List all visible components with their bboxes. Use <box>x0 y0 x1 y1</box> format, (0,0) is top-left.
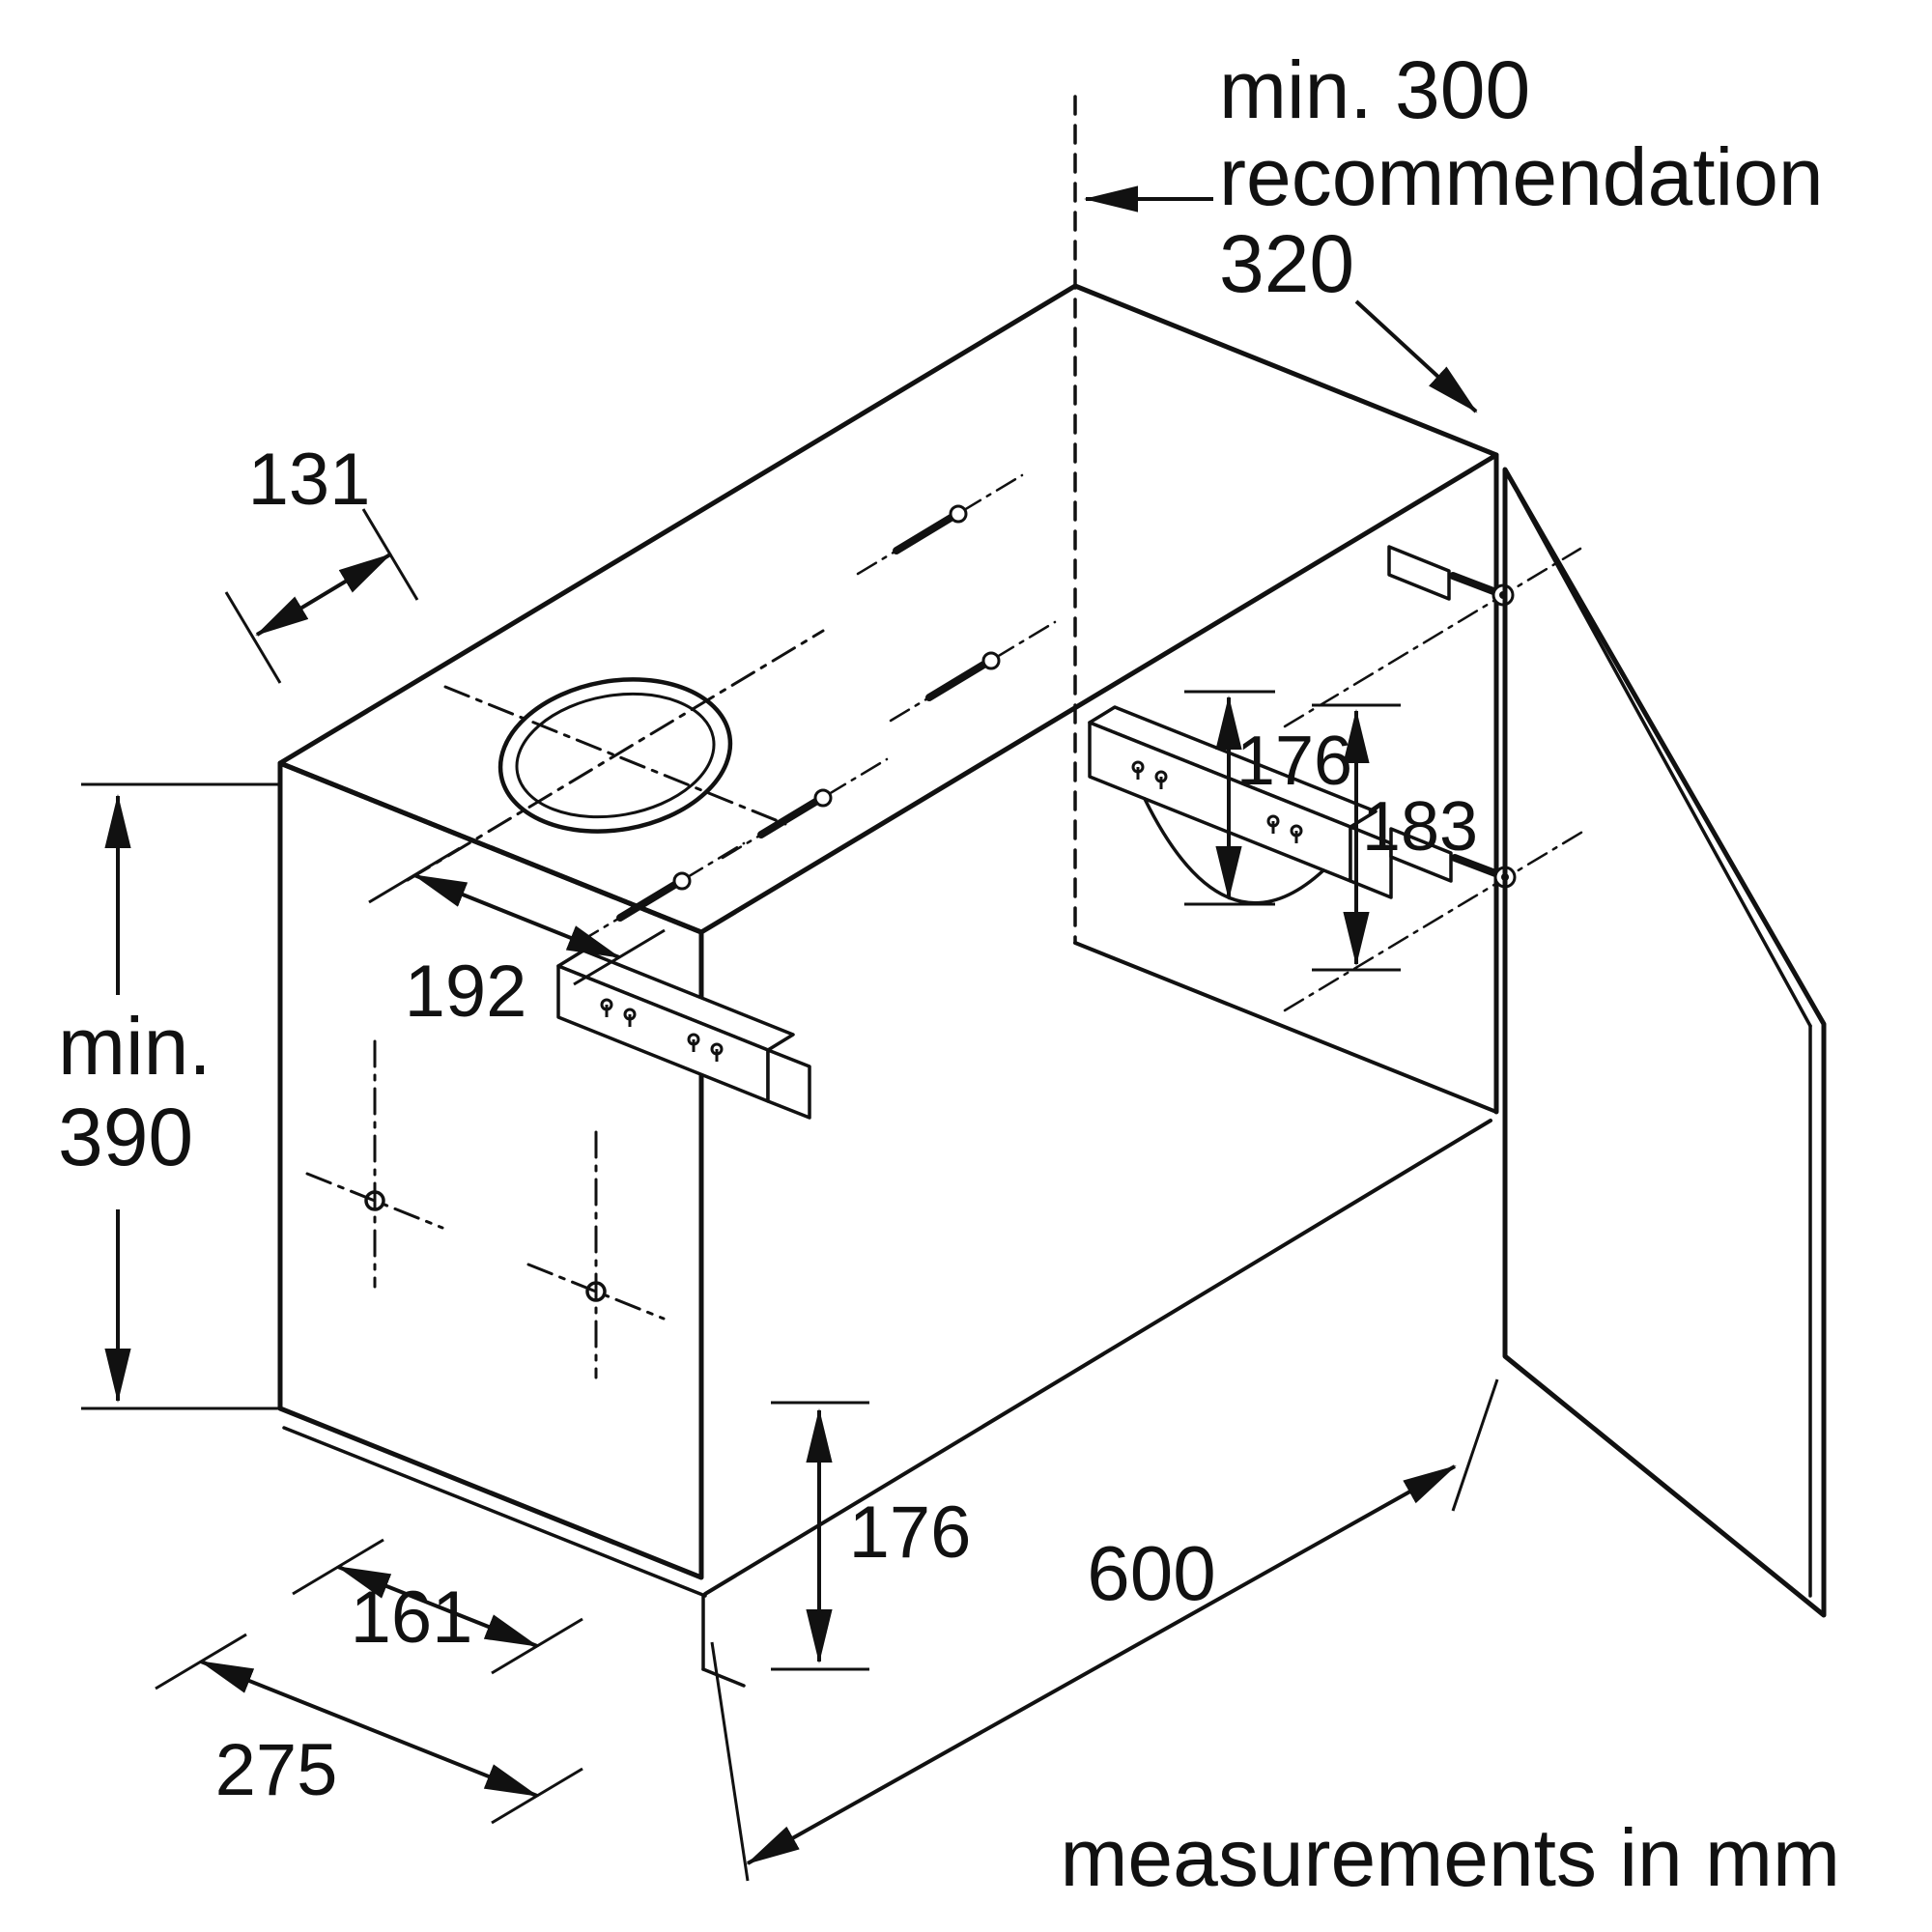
hinge-axis-bottom <box>1283 829 1586 1012</box>
duct-hole-inner <box>515 692 716 819</box>
dim-600-label: 600 <box>1087 1530 1215 1616</box>
cabinet-front-bottom-edge <box>703 1119 1492 1596</box>
measurements-note: measurements in mm <box>1060 1812 1840 1903</box>
dim-131: 131 <box>224 439 419 684</box>
right-wall-bottom-edge <box>1073 941 1498 1114</box>
door-panel <box>1502 467 1827 1618</box>
dim-192-arrow <box>412 873 621 959</box>
dim-275-arrow <box>199 1660 539 1798</box>
dim-320-arrow <box>1354 299 1478 413</box>
hood-bottom-edge <box>282 1426 707 1598</box>
dim-161-arrow <box>336 1565 539 1648</box>
screw-4 <box>925 651 1001 701</box>
dim-390-label: 390 <box>58 1092 193 1182</box>
dim-275-label: 275 <box>215 1729 338 1811</box>
dim-161: 161 <box>292 1538 583 1675</box>
dim-161-label: 161 <box>351 1577 473 1659</box>
dim-min390: min. 390 <box>58 782 278 1410</box>
duct-hole <box>406 629 825 882</box>
rail-left-keyholes <box>600 998 724 1062</box>
dim-min300: min. 300 recommendation 320 <box>1084 44 1824 413</box>
dim-275: 275 <box>155 1633 583 1825</box>
rail-left-end-tab <box>766 1048 811 1120</box>
screw-1 <box>616 871 692 922</box>
hood-panel-screw-holes <box>305 1039 666 1379</box>
dim-183-label: 183 <box>1362 788 1478 866</box>
dim-320-label: 320 <box>1219 218 1354 309</box>
dim-600: 600 <box>710 1378 1499 1882</box>
dim-176-front-label: 176 <box>849 1492 972 1574</box>
duct-hole-outer <box>497 677 733 834</box>
hood-side-panel <box>277 760 704 1580</box>
dim-192-label: 192 <box>405 951 527 1033</box>
hinge-bottom <box>1389 827 1517 889</box>
dim-min-label: min. <box>58 1001 212 1092</box>
mounting-rail-left <box>556 949 811 1120</box>
door-thickness-top <box>1517 493 1812 1028</box>
dim-131-arrow <box>255 553 392 637</box>
dim-192: 192 <box>368 846 666 1033</box>
dim-recommendation-label: recommendation <box>1219 131 1824 222</box>
cabinet-body <box>277 95 1499 1688</box>
screw-hole-2-centerline-d <box>526 1263 666 1321</box>
dim-131-label: 131 <box>248 439 371 521</box>
dim-176-side: 176 <box>1184 690 1352 906</box>
dim-176-side-label: 176 <box>1236 723 1352 800</box>
rail-right-keyholes <box>1131 760 1303 843</box>
screw-hole-1-centerline-d <box>305 1172 444 1230</box>
hinge-axis-top <box>1283 547 1582 728</box>
mounting-screws <box>578 473 1057 944</box>
visor-bottom-edge <box>701 1667 746 1688</box>
dim-600-arrow <box>746 1464 1457 1865</box>
screw-3 <box>893 504 968 554</box>
cabinet-door <box>1502 467 1827 1618</box>
duct-centerline-depth <box>443 685 787 826</box>
screw-2 <box>757 788 833 838</box>
dim-183: 183 <box>1312 703 1478 972</box>
dim-min300-label: min. 300 <box>1219 44 1530 135</box>
duct-centerline-width <box>406 629 825 882</box>
